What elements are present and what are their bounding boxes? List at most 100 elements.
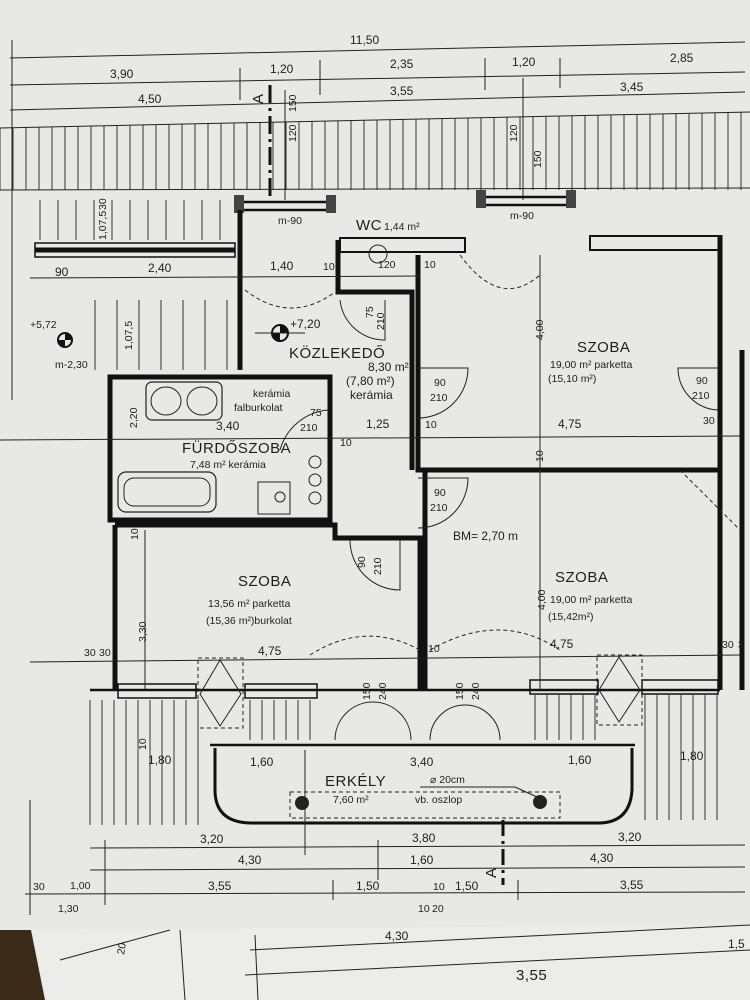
dim: 30 bbox=[33, 881, 45, 893]
door-width: 75 bbox=[364, 306, 376, 318]
dim: 1,60 bbox=[410, 853, 434, 867]
section-marker-top: A bbox=[250, 85, 272, 200]
dim: 10 bbox=[428, 643, 440, 655]
door-height: 210 bbox=[430, 392, 448, 404]
room-name-bottom-right: SZOBA bbox=[555, 569, 608, 586]
dim: 3,40 bbox=[410, 755, 434, 769]
door-height: 210 bbox=[375, 312, 387, 330]
dim: 4,30 bbox=[238, 853, 262, 867]
dim: 4,30 bbox=[590, 851, 614, 865]
dim: 3,90 bbox=[110, 67, 134, 81]
dim: 4,00 bbox=[536, 589, 548, 610]
door-width: 90 bbox=[434, 487, 446, 499]
top-dimension-lines bbox=[9, 40, 746, 400]
column-size: ⌀ 20cm bbox=[430, 774, 465, 786]
roof-hatching-top bbox=[0, 112, 742, 190]
bathroom-wall-note2: falburkolat bbox=[234, 402, 283, 414]
door-height: 210 bbox=[692, 390, 710, 402]
second-sheet bbox=[30, 918, 750, 1000]
dim: 1,40 bbox=[270, 259, 294, 273]
room-area-balcony: 7,60 m² bbox=[333, 794, 369, 806]
dim: 1,20 bbox=[270, 62, 294, 76]
dim: 30 bbox=[97, 198, 109, 210]
dim: 3,45 bbox=[620, 80, 644, 94]
dim: 30 bbox=[84, 647, 96, 659]
dim: 1,00 bbox=[70, 880, 91, 892]
section-marker-bottom: A bbox=[483, 820, 505, 885]
dim: 4,00 bbox=[534, 319, 546, 340]
dim: m-90 bbox=[278, 215, 302, 227]
room-name-bathroom: FÜRDŐSZOBA bbox=[182, 439, 291, 457]
door-width: 150 bbox=[361, 682, 373, 700]
dim: 150 bbox=[287, 94, 299, 112]
dim: 4,75 bbox=[550, 637, 574, 651]
dim: 120 bbox=[378, 259, 396, 271]
dim: 10 bbox=[424, 259, 436, 271]
dim: 20 bbox=[115, 942, 129, 956]
room-name-corridor: KÖZLEKEDŐ bbox=[289, 344, 385, 362]
dim: 10 bbox=[425, 419, 437, 431]
door-width: 90 bbox=[434, 377, 446, 389]
dim: 3,30 bbox=[137, 621, 149, 642]
level-corridor: +7,20 bbox=[290, 317, 321, 331]
door-height: 240 bbox=[470, 682, 482, 700]
svg-text:A: A bbox=[250, 93, 267, 104]
room-area-alt-corridor: (7,80 m²) bbox=[346, 374, 395, 388]
dim: 3,55 bbox=[390, 84, 414, 98]
second-sheet-lines bbox=[59, 924, 750, 1000]
bathroom-wall-note: kerámia bbox=[253, 388, 291, 400]
dim: 10 bbox=[340, 437, 352, 449]
dim: 4,75 bbox=[258, 644, 282, 658]
room-area-alt-bottom-right: (15,42m²) bbox=[548, 611, 594, 623]
door-width: 150 bbox=[454, 682, 466, 700]
room-area-wc: 1,44 m² bbox=[384, 221, 420, 233]
dim: 3,20 bbox=[200, 832, 224, 846]
dim: 3,55 bbox=[516, 967, 547, 984]
dim: 120 bbox=[508, 124, 520, 142]
door-height: 210 bbox=[430, 502, 448, 514]
dim: 1,80 bbox=[148, 753, 172, 767]
dim: 3,40 bbox=[216, 419, 240, 433]
room-name-balcony: ERKÉLY bbox=[325, 773, 386, 790]
dim: 2,40 bbox=[148, 261, 172, 275]
dim: 1,50 bbox=[356, 879, 380, 893]
bathroom-fixtures bbox=[117, 244, 388, 515]
dim: 2,85 bbox=[670, 51, 694, 65]
dim: 1,5 bbox=[728, 937, 745, 951]
dim: 1,50 bbox=[455, 879, 479, 893]
dim: 3,55 bbox=[620, 878, 644, 892]
stair-hatching bbox=[39, 200, 228, 370]
room-area-alt-top-right: (15,10 m²) bbox=[548, 373, 596, 385]
dim: 90 bbox=[55, 265, 69, 279]
dim: 30 bbox=[703, 415, 715, 427]
dim: 1,80 bbox=[680, 749, 704, 763]
door-height: 210 bbox=[372, 557, 384, 575]
door-swings bbox=[279, 299, 719, 741]
dim: m-90 bbox=[510, 210, 534, 222]
dim: 10 bbox=[129, 528, 141, 540]
door-width: 75 bbox=[310, 407, 322, 419]
room-area-top-right: 19,00 m² parketta bbox=[550, 359, 632, 371]
dim: 10 bbox=[137, 738, 149, 750]
column-note: vb. oszlop bbox=[415, 794, 462, 806]
dim: 10 bbox=[418, 903, 430, 915]
dim: 1,07,5 bbox=[97, 211, 109, 240]
level-stair: +5,72 bbox=[30, 319, 57, 331]
room-name-wc: WC bbox=[356, 217, 382, 234]
dim: 30 bbox=[99, 647, 111, 659]
dim: 1,25 bbox=[366, 417, 390, 431]
dim: 30 bbox=[722, 639, 734, 651]
stair-width: m-2,30 bbox=[55, 359, 88, 371]
door-width: 90 bbox=[356, 556, 368, 568]
dim: 1,30 bbox=[58, 903, 79, 915]
door-height: 210 bbox=[300, 422, 318, 434]
dim: 3,80 bbox=[412, 831, 436, 845]
dim: 1,60 bbox=[250, 755, 274, 769]
dim: 150 bbox=[532, 150, 544, 168]
room-name-top-right: SZOBA bbox=[577, 339, 630, 356]
dim: 4,30 bbox=[385, 929, 409, 943]
dim: 2,35 bbox=[390, 57, 414, 71]
svg-text:A: A bbox=[483, 867, 500, 878]
door-width: 90 bbox=[696, 375, 708, 387]
